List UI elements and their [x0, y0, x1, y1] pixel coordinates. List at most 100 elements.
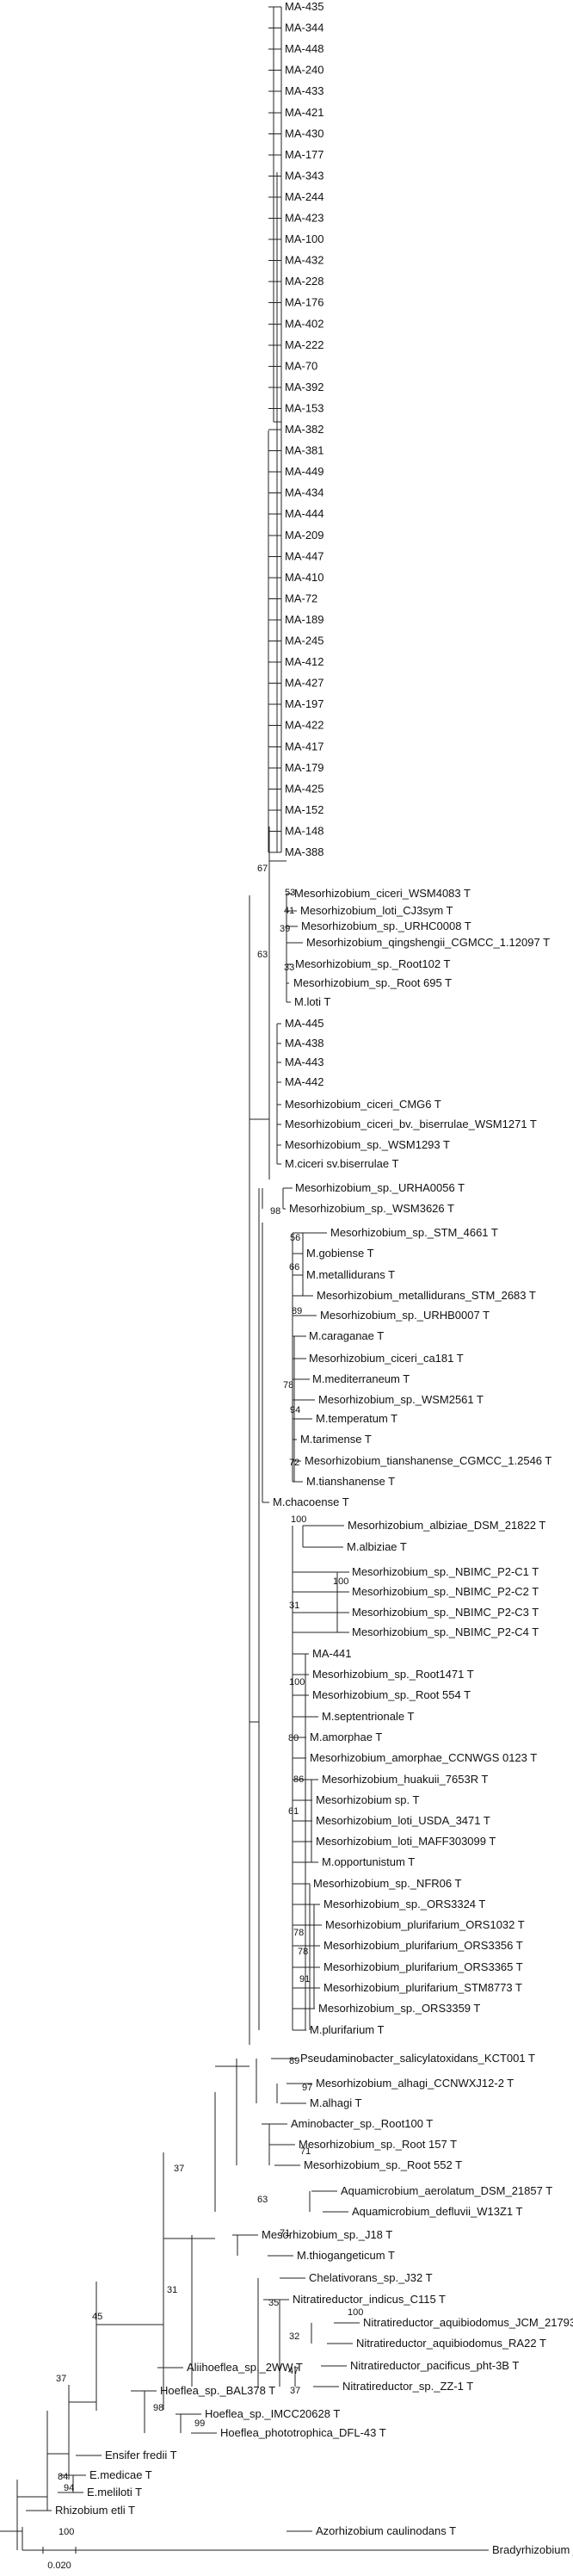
taxon-label: Mesorhizobium_sp._NBIMC_P2-C4 T [352, 1625, 539, 1638]
taxon-label: Mesorhizobium_sp._Root102 T [295, 957, 450, 970]
bootstrap-value: 66 [289, 1262, 299, 1273]
bootstrap-value: 78 [283, 1380, 293, 1390]
taxon-label: MA-176 [285, 296, 324, 309]
bootstrap-value: 89 [292, 1306, 302, 1316]
bootstrap-value: 78 [298, 1947, 308, 1957]
taxon-label: Nitratireductor_indicus_C115 T [293, 2293, 446, 2306]
taxon-label: MA-100 [285, 232, 324, 245]
bootstrap-value: 63 [257, 2195, 268, 2205]
bootstrap-value: 100 [348, 2307, 363, 2318]
taxon-label: MA-244 [285, 190, 324, 203]
bootstrap-value: 89 [289, 2056, 299, 2066]
taxon-label: M.ciceri sv.biserrulae T [285, 1157, 398, 1170]
bootstrap-labels: 6753413933639856668978947210031100100808… [56, 864, 363, 2537]
taxon-label: M.thiogangeticum T [297, 2249, 395, 2262]
taxon-label: Nitratireductor_aquibiodomus_RA22 T [356, 2337, 546, 2350]
bootstrap-value: 99 [194, 2418, 205, 2429]
taxon-label: MA-240 [285, 64, 324, 77]
taxon-label: Mesorhizobium_sp._Root 554 T [312, 1688, 471, 1701]
taxon-label: Mesorhizobium_plurifarium_ORS1032 T [325, 1918, 525, 1931]
taxon-label: Nitratireductor_aquibiodomus_JCM_21793 T [363, 2316, 573, 2329]
taxon-label: M.metallidurans T [306, 1268, 395, 1281]
taxon-label: Mesorhizobium sp. T [316, 1793, 419, 1806]
taxon-label: Mesorhizobium_ciceri_CMG6 T [285, 1098, 441, 1111]
taxon-label: MA-72 [285, 591, 317, 604]
bootstrap-value: 91 [299, 1974, 310, 1985]
bootstrap-value: 98 [270, 1206, 280, 1217]
taxon-label: Chelativorans_sp._J32 T [309, 2271, 433, 2284]
taxon-label: Hoeflea_sp._BAL378 T [160, 2384, 275, 2397]
taxon-label: E.meliloti T [87, 2486, 142, 2499]
scale-bar-label: 0.020 [47, 2561, 71, 2571]
taxon-label: MA-427 [285, 677, 324, 690]
bootstrap-value: 41 [284, 906, 294, 916]
taxon-label: Mesorhizobium_sp._Root 695 T [293, 976, 452, 989]
taxon-label: MA-148 [285, 824, 324, 837]
taxon-label: M.opportunistum T [322, 1855, 415, 1868]
taxon-label: Mesorhizobium_sp._NBIMC_P2-C1 T [352, 1565, 539, 1578]
taxon-label: MA-423 [285, 212, 324, 225]
taxon-label: M.alhagi T [310, 2096, 362, 2109]
taxon-label: Mesorhizobium_plurifarium_STM8773 T [323, 1981, 522, 1994]
taxon-label: MA-422 [285, 719, 324, 732]
taxon-label: Mesorhizobium_tianshanense_CGMCC_1.2546 … [305, 1454, 551, 1467]
taxon-label: MA-388 [285, 845, 324, 858]
taxon-label: MA-381 [285, 444, 324, 457]
bootstrap-value: 39 [280, 924, 290, 934]
bootstrap-value: 98 [153, 2403, 163, 2413]
taxon-label: MA-425 [285, 782, 324, 795]
taxon-label: Mesorhizobium_sp._WSM2561 T [318, 1393, 484, 1406]
taxon-label: Mesorhizobium_ciceri_ca181 T [309, 1352, 464, 1365]
taxon-label: Mesorhizobium_sp._ORS3324 T [323, 1898, 485, 1910]
bootstrap-value: 31 [289, 1601, 299, 1611]
taxon-label: MA-344 [285, 22, 324, 34]
bootstrap-value: 94 [290, 1405, 300, 1415]
taxon-label: Pseudaminobacter_salicylatoxidans_KCT001… [300, 2052, 535, 2065]
tree-branches [0, 6, 489, 2551]
bootstrap-value: 72 [289, 1458, 299, 1468]
taxon-label: Mesorhizobium_sp._NBIMC_P2-C3 T [352, 1606, 539, 1619]
bootstrap-value: 78 [293, 1928, 304, 1938]
taxon-label: M.caraganae T [309, 1329, 384, 1342]
taxon-label: M.tarimense T [300, 1433, 372, 1446]
taxon-label: Mesorhizobium_amorphae_CCNWGS 0123 T [310, 1751, 537, 1764]
taxon-label: Bradyrhizobium japonicum T [492, 2543, 573, 2556]
taxon-label: Mesorhizobium_loti_MAFF303099 T [316, 1835, 496, 1848]
bootstrap-value: 45 [92, 2312, 102, 2322]
taxon-label: M.amorphae T [310, 1731, 382, 1743]
taxon-label: Mesorhizobium_qingshengii_CGMCC_1.12097 … [306, 936, 550, 949]
bootstrap-value: 97 [302, 2083, 312, 2093]
bootstrap-value: 35 [268, 2298, 279, 2308]
taxon-label: Mesorhizobium_sp._Root 552 T [304, 2158, 462, 2171]
taxon-label: Mesorhizobium_sp._STM_4661 T [330, 1226, 498, 1239]
bootstrap-value: 71 [280, 2228, 290, 2239]
taxon-label: M.tianshanense T [306, 1475, 395, 1488]
taxon-label: MA-228 [285, 275, 324, 288]
taxon-label: MA-441 [312, 1647, 352, 1660]
bootstrap-value: 33 [284, 963, 294, 973]
bootstrap-value: 100 [289, 1677, 305, 1687]
taxon-label: MA-449 [285, 465, 324, 478]
taxon-label: MA-402 [285, 317, 324, 330]
bootstrap-value: 80 [288, 1733, 299, 1743]
taxon-label: Mesorhizobium_sp._URHB0007 T [320, 1309, 490, 1322]
taxon-label: Aquamicrobium_aerolatum_DSM_21857 T [341, 2184, 552, 2197]
taxon-label: MA-445 [285, 1017, 324, 1030]
taxon-label: Mesorhizobium_sp._Root1471 T [312, 1668, 474, 1681]
taxon-label: MA-421 [285, 106, 324, 119]
taxon-label: MA-442 [285, 1075, 324, 1088]
taxon-label: MA-438 [285, 1037, 324, 1050]
taxon-label: Ensifer fredii T [105, 2449, 177, 2461]
taxon-label: Mesorhizobium_sp._URHC0008 T [301, 920, 471, 932]
taxon-label: MA-448 [285, 42, 324, 55]
bootstrap-value: 71 [300, 2146, 311, 2157]
taxon-label: Mesorhizobium_albiziae_DSM_21822 T [348, 1519, 545, 1532]
taxon-label: Mesorhizobium_sp._WSM3626 T [289, 1202, 454, 1215]
bootstrap-value: 37 [290, 2386, 300, 2396]
taxon-label: Mesorhizobium_sp._Root 157 T [299, 2138, 457, 2151]
taxon-label: Aquamicrobium_defluvii_W13Z1 T [352, 2205, 523, 2218]
taxon-label: Mesorhizobium_sp._WSM1293 T [285, 1138, 450, 1151]
taxon-label: MA-447 [285, 549, 324, 562]
taxon-label: Hoeflea_phototrophica_DFL-43 T [220, 2426, 386, 2439]
